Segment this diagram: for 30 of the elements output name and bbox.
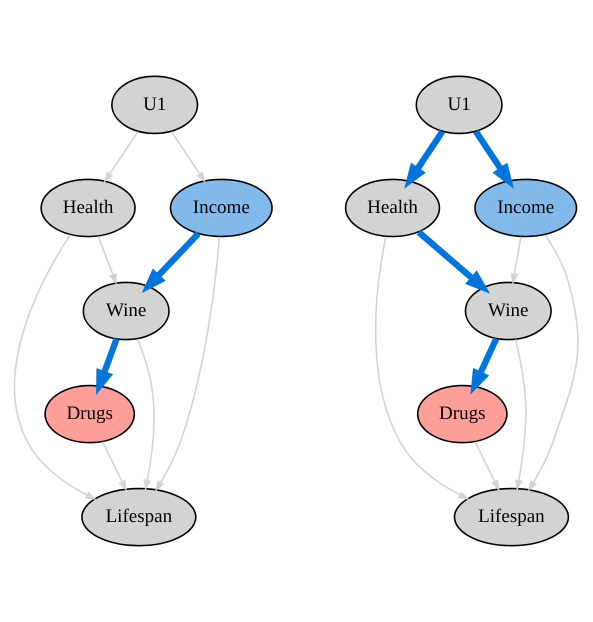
arrow [528,234,579,492]
node-ellipse: Income [170,178,273,238]
node-ellipse: Drugs [416,384,508,444]
arrow [474,442,500,492]
node-ellipse: Lifespan [454,488,570,546]
node-ellipse: Income [474,178,578,238]
node-ellipse: Wine [464,282,552,340]
arrow [98,236,117,285]
arrow [137,338,155,491]
arrow [510,236,522,285]
arrow [404,130,445,189]
arrow [170,131,206,183]
arrow [14,234,97,500]
node-ellipse: U1 [416,76,503,134]
node-ellipse: U1 [111,76,198,134]
arrow [473,130,514,189]
node-ellipse: Drugs [44,384,136,444]
arrow [102,442,127,492]
arrow [104,131,139,183]
arrow [416,230,490,294]
arrow [470,338,500,395]
node-ellipse: Wine [82,282,170,340]
arrow [155,236,220,492]
node-ellipse: Health [344,178,440,238]
arrow [374,236,470,500]
node-ellipse: Lifespan [81,488,197,546]
node-ellipse: Health [40,178,136,238]
arrow [96,338,120,396]
arrow [142,232,201,294]
arrow [514,339,527,492]
